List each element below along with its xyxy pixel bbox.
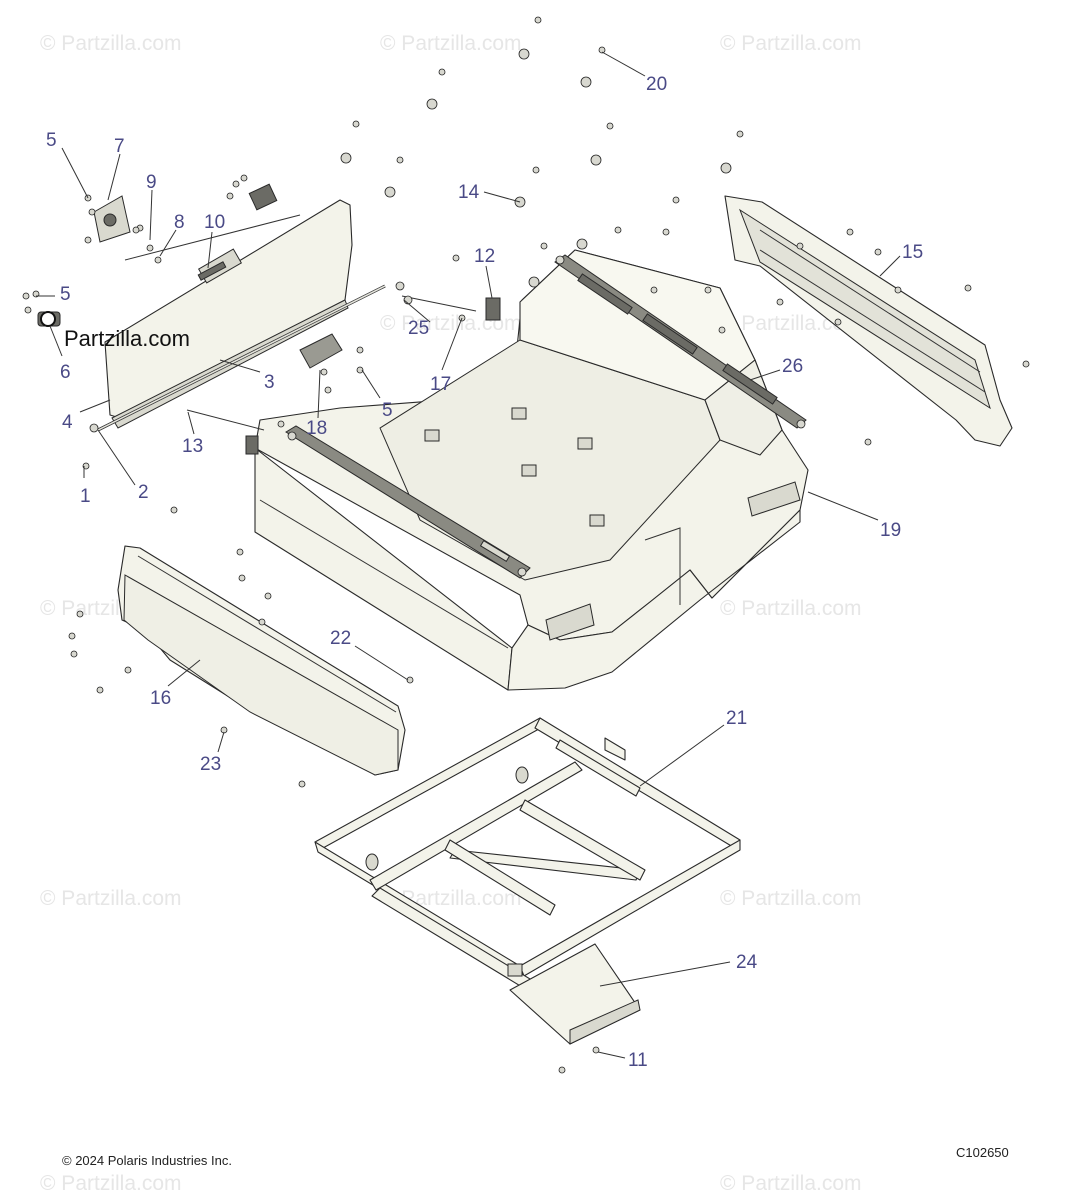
watermark: © Partzilla.com [720, 32, 862, 55]
watermark: © Partzilla.com [380, 32, 522, 55]
tailgate [104, 199, 353, 429]
watermark: © Partzilla.com [40, 32, 182, 55]
leader-lines [36, 51, 901, 1059]
callout-2: 2 [138, 482, 149, 503]
callout-11: 11 [628, 1050, 648, 1071]
callout-24: 24 [736, 952, 758, 973]
diagram-code: C102650 [956, 1145, 1009, 1160]
watermark: © Partzilla.com [720, 887, 862, 910]
callout-1: 1 [80, 486, 91, 507]
callout-8: 8 [174, 212, 185, 233]
callout-25: 25 [408, 318, 429, 339]
callout-26: 26 [782, 356, 803, 377]
callout-21: 21 [726, 708, 747, 729]
callout-15: 15 [902, 242, 923, 263]
callout-14: 14 [458, 182, 480, 203]
callout-10: 10 [204, 212, 225, 233]
callout-19: 19 [880, 520, 901, 541]
callout-9: 9 [146, 172, 157, 193]
rail-front [285, 425, 531, 579]
watermark-layer: © Partzilla.com © Partzilla.com © Partzi… [40, 32, 862, 1195]
rail-rear [554, 254, 807, 429]
callout-5: 5 [382, 400, 393, 421]
callout-16: 16 [150, 688, 171, 709]
watermark: © Partzilla.com [720, 1172, 862, 1195]
skid-plate [509, 943, 641, 1045]
callout-22: 22 [330, 628, 351, 649]
side-panel-left [117, 545, 406, 776]
callout-3: 3 [264, 372, 275, 393]
plate [299, 333, 343, 369]
callout-13: 13 [182, 436, 203, 457]
watermark: © Partzilla.com [720, 597, 862, 620]
partzilla-logo: Partzilla.com [64, 326, 190, 351]
callout-6: 6 [60, 362, 71, 383]
frame [314, 717, 741, 1011]
hinge [37, 311, 61, 327]
callout-5: 5 [46, 130, 57, 151]
latch-bracket [93, 195, 131, 243]
watermark: © Partzilla.com [40, 887, 182, 910]
callout-17: 17 [430, 374, 451, 395]
callout-12: 12 [474, 246, 495, 267]
callout-23: 23 [200, 754, 221, 775]
callout-18: 18 [306, 418, 327, 439]
watermark: © Partzilla.com [40, 1172, 182, 1195]
callout-5: 5 [60, 284, 71, 305]
copyright-text: © 2024 Polaris Industries Inc. [62, 1153, 232, 1168]
callout-20: 20 [646, 74, 667, 95]
cargo-box [254, 249, 809, 691]
hardware [22, 16, 1030, 1074]
callouts: 1 2 3 4 5 5 5 6 7 8 9 10 11 12 13 14 15 … [46, 74, 923, 1071]
side-panel-right [724, 195, 1013, 447]
callout-4: 4 [62, 412, 73, 433]
callout-7: 7 [114, 136, 125, 157]
